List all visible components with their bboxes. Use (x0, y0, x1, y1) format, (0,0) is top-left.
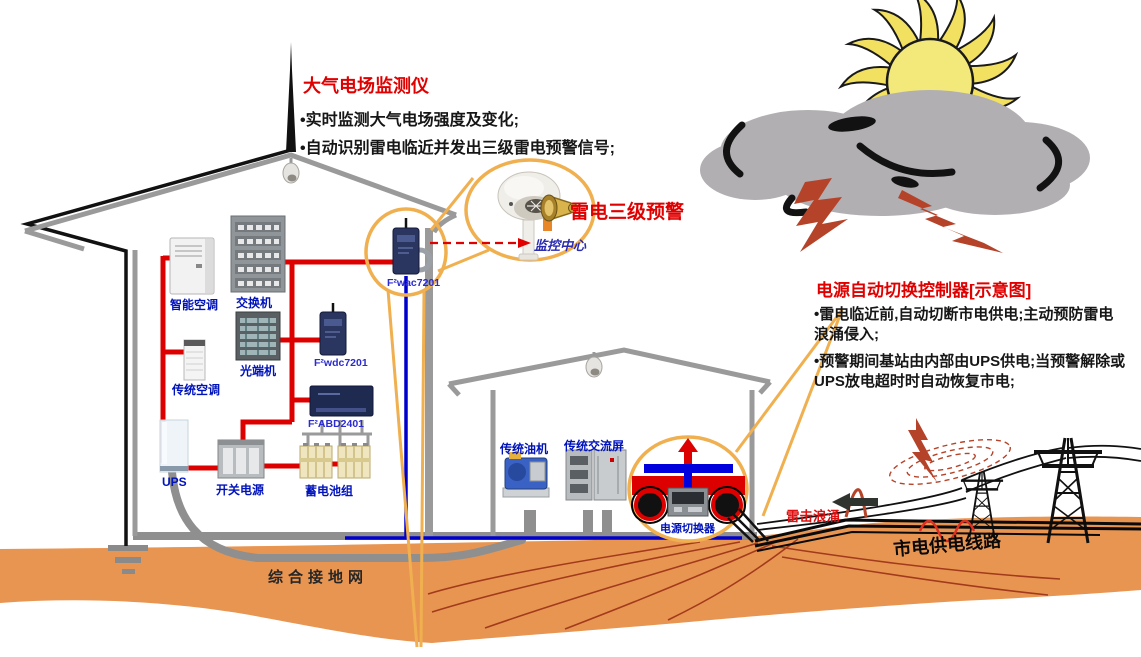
equipment-label-battery: 蓄电池组 (305, 484, 354, 498)
equipment-label-wac: F²wac7201 (387, 277, 441, 289)
strike-bolt-icon (908, 418, 937, 482)
callout-tangent-lines (429, 177, 490, 273)
equipment-stand (302, 420, 372, 446)
floor-stubs (524, 510, 612, 538)
mains-cable-bundle (754, 518, 1141, 552)
equipment-label-switch-power: 开关电源 (216, 483, 265, 497)
monitor-bullet-1: •实时监测大气电场强度及变化; (300, 112, 519, 129)
ups-icon (159, 419, 189, 473)
roof-camera2-icon (585, 352, 603, 378)
equipment-label-oil-engine: 传统油机 (500, 442, 549, 456)
network-switch-icon (230, 215, 286, 293)
controller-bullet-1: •雷电临近前,自动切断市电供电;主动预防雷电浪涌侵入; (814, 306, 1114, 344)
trad-ac-icon (183, 339, 206, 381)
equipment-label-switch: 交换机 (236, 296, 273, 310)
ground-field-arcs (427, 538, 1061, 630)
battery-bank-icon (299, 443, 371, 479)
surge-arrow-icon (832, 493, 878, 511)
controller-callout-title: 电源自动切换控制器[示意图] (816, 281, 1032, 300)
speaker-icon (540, 194, 578, 231)
ac-panel-icon (565, 449, 627, 501)
equipment-label-ups: UPS (162, 475, 187, 489)
equipment-label-ac-panel: 传统交流屏 (564, 439, 625, 453)
equipment-label-power-switcher: 电源切换器 (660, 523, 715, 535)
smart-ac-icon (169, 237, 215, 295)
em-radiation-rings (889, 439, 1011, 485)
power-wires (756, 444, 1141, 531)
grounding-net-curve (168, 468, 526, 562)
oil-engine-icon (502, 452, 550, 498)
ground-soil (0, 516, 1141, 643)
surge-label: 雷击浪涌 (786, 509, 840, 524)
controller-bullet-2: •预警期间基站由内部由UPS供电;当预警解除或UPS放电超时时自动恢复市电; (814, 353, 1126, 391)
optical-terminal-icon (235, 311, 281, 361)
house-left (24, 152, 458, 536)
lightning-bolt-icon (794, 178, 1003, 253)
wac-device-icon (392, 218, 420, 275)
signal-dashed-arrow (430, 238, 531, 248)
lightning-rod-mast (286, 42, 296, 152)
wdc-device-icon (319, 303, 347, 356)
monitor-callout-title: 大气电场监测仪 (303, 76, 429, 96)
monitor-bullet-2: •自动识别雷电临近并发出三级雷电预警信号; (300, 140, 615, 157)
ground-net-label: 综合接地网 (268, 569, 369, 586)
roof-camera-icon (282, 158, 300, 184)
equipment-label-wdc: F²wdc7201 (314, 357, 368, 369)
abd-device-icon (309, 385, 374, 417)
power-switcher-icon (631, 438, 769, 543)
device-callout-ellipse (364, 207, 448, 297)
lightning-conductor (20, 148, 292, 546)
equipment-label-optical: 光端机 (240, 364, 277, 378)
monitor-center-label: 监控中心 (534, 238, 587, 253)
antenna-pole (425, 228, 433, 538)
equipment-label-trad-ac: 传统空调 (172, 383, 221, 397)
equipment-label-abd: F²ABD2401 (308, 418, 365, 430)
equipment-label-smart-ac: 智能空调 (170, 298, 219, 312)
callout-pointer-lines (386, 289, 426, 648)
switch-power-icon (217, 439, 265, 479)
surge-sine-wave (918, 519, 976, 543)
ground-symbol-icon (108, 545, 148, 574)
controller-callout-lines (734, 309, 844, 517)
house-middle (447, 347, 772, 536)
storm-cloud-icon (700, 90, 1090, 217)
lightning-warning-label: 雷电三级预警 (570, 202, 685, 223)
